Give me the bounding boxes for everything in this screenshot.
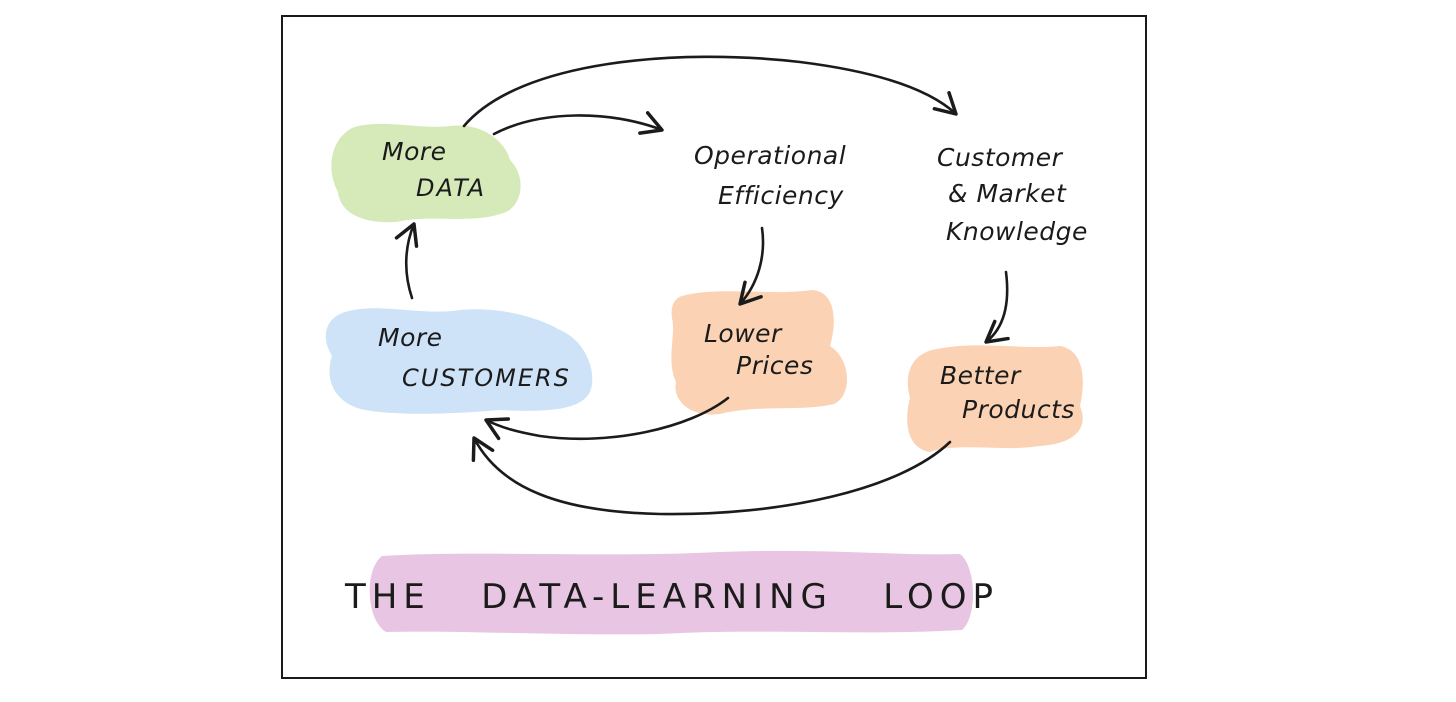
title-banner [369,550,974,635]
lower-prices-label-line2: Prices [736,351,813,380]
lower-prices-blob [671,290,848,415]
operational-efficiency-label-line1: Operational [694,141,846,170]
arrow-data-to-customer-knowledge [462,55,958,128]
customer-knowledge-label-line2: & Market [948,179,1067,208]
arrow-knowledge-to-better-products [984,270,1010,344]
more-data-blob [331,123,521,223]
more-customers-blob [325,308,593,414]
arrow-customers-to-data [394,222,419,300]
customer-knowledge-label-line1: Customer [937,143,1064,172]
arrow-efficiency-to-lower-prices [738,226,765,306]
better-products-blob [907,345,1083,452]
more-customers-label-line1: More [378,323,443,352]
better-products-label-line1: Better [940,361,1022,390]
more-data-label-line1: More [382,137,447,166]
diagram-title: THE DATA-LEARNING LOOP [344,577,999,617]
better-products-label-line2: Products [962,395,1075,424]
arrow-data-to-operational-efficiency [492,111,664,136]
arrow-lower-prices-to-customers [484,396,730,441]
lower-prices-label-line1: Lower [704,319,783,348]
arrow-better-products-to-customers [471,436,952,516]
operational-efficiency-label-line2: Efficiency [718,181,845,210]
customer-knowledge-label-line3: Knowledge [946,217,1088,246]
more-customers-label-line2: CUSTOMERS [402,364,571,392]
more-data-label-line2: DATA [416,174,486,202]
